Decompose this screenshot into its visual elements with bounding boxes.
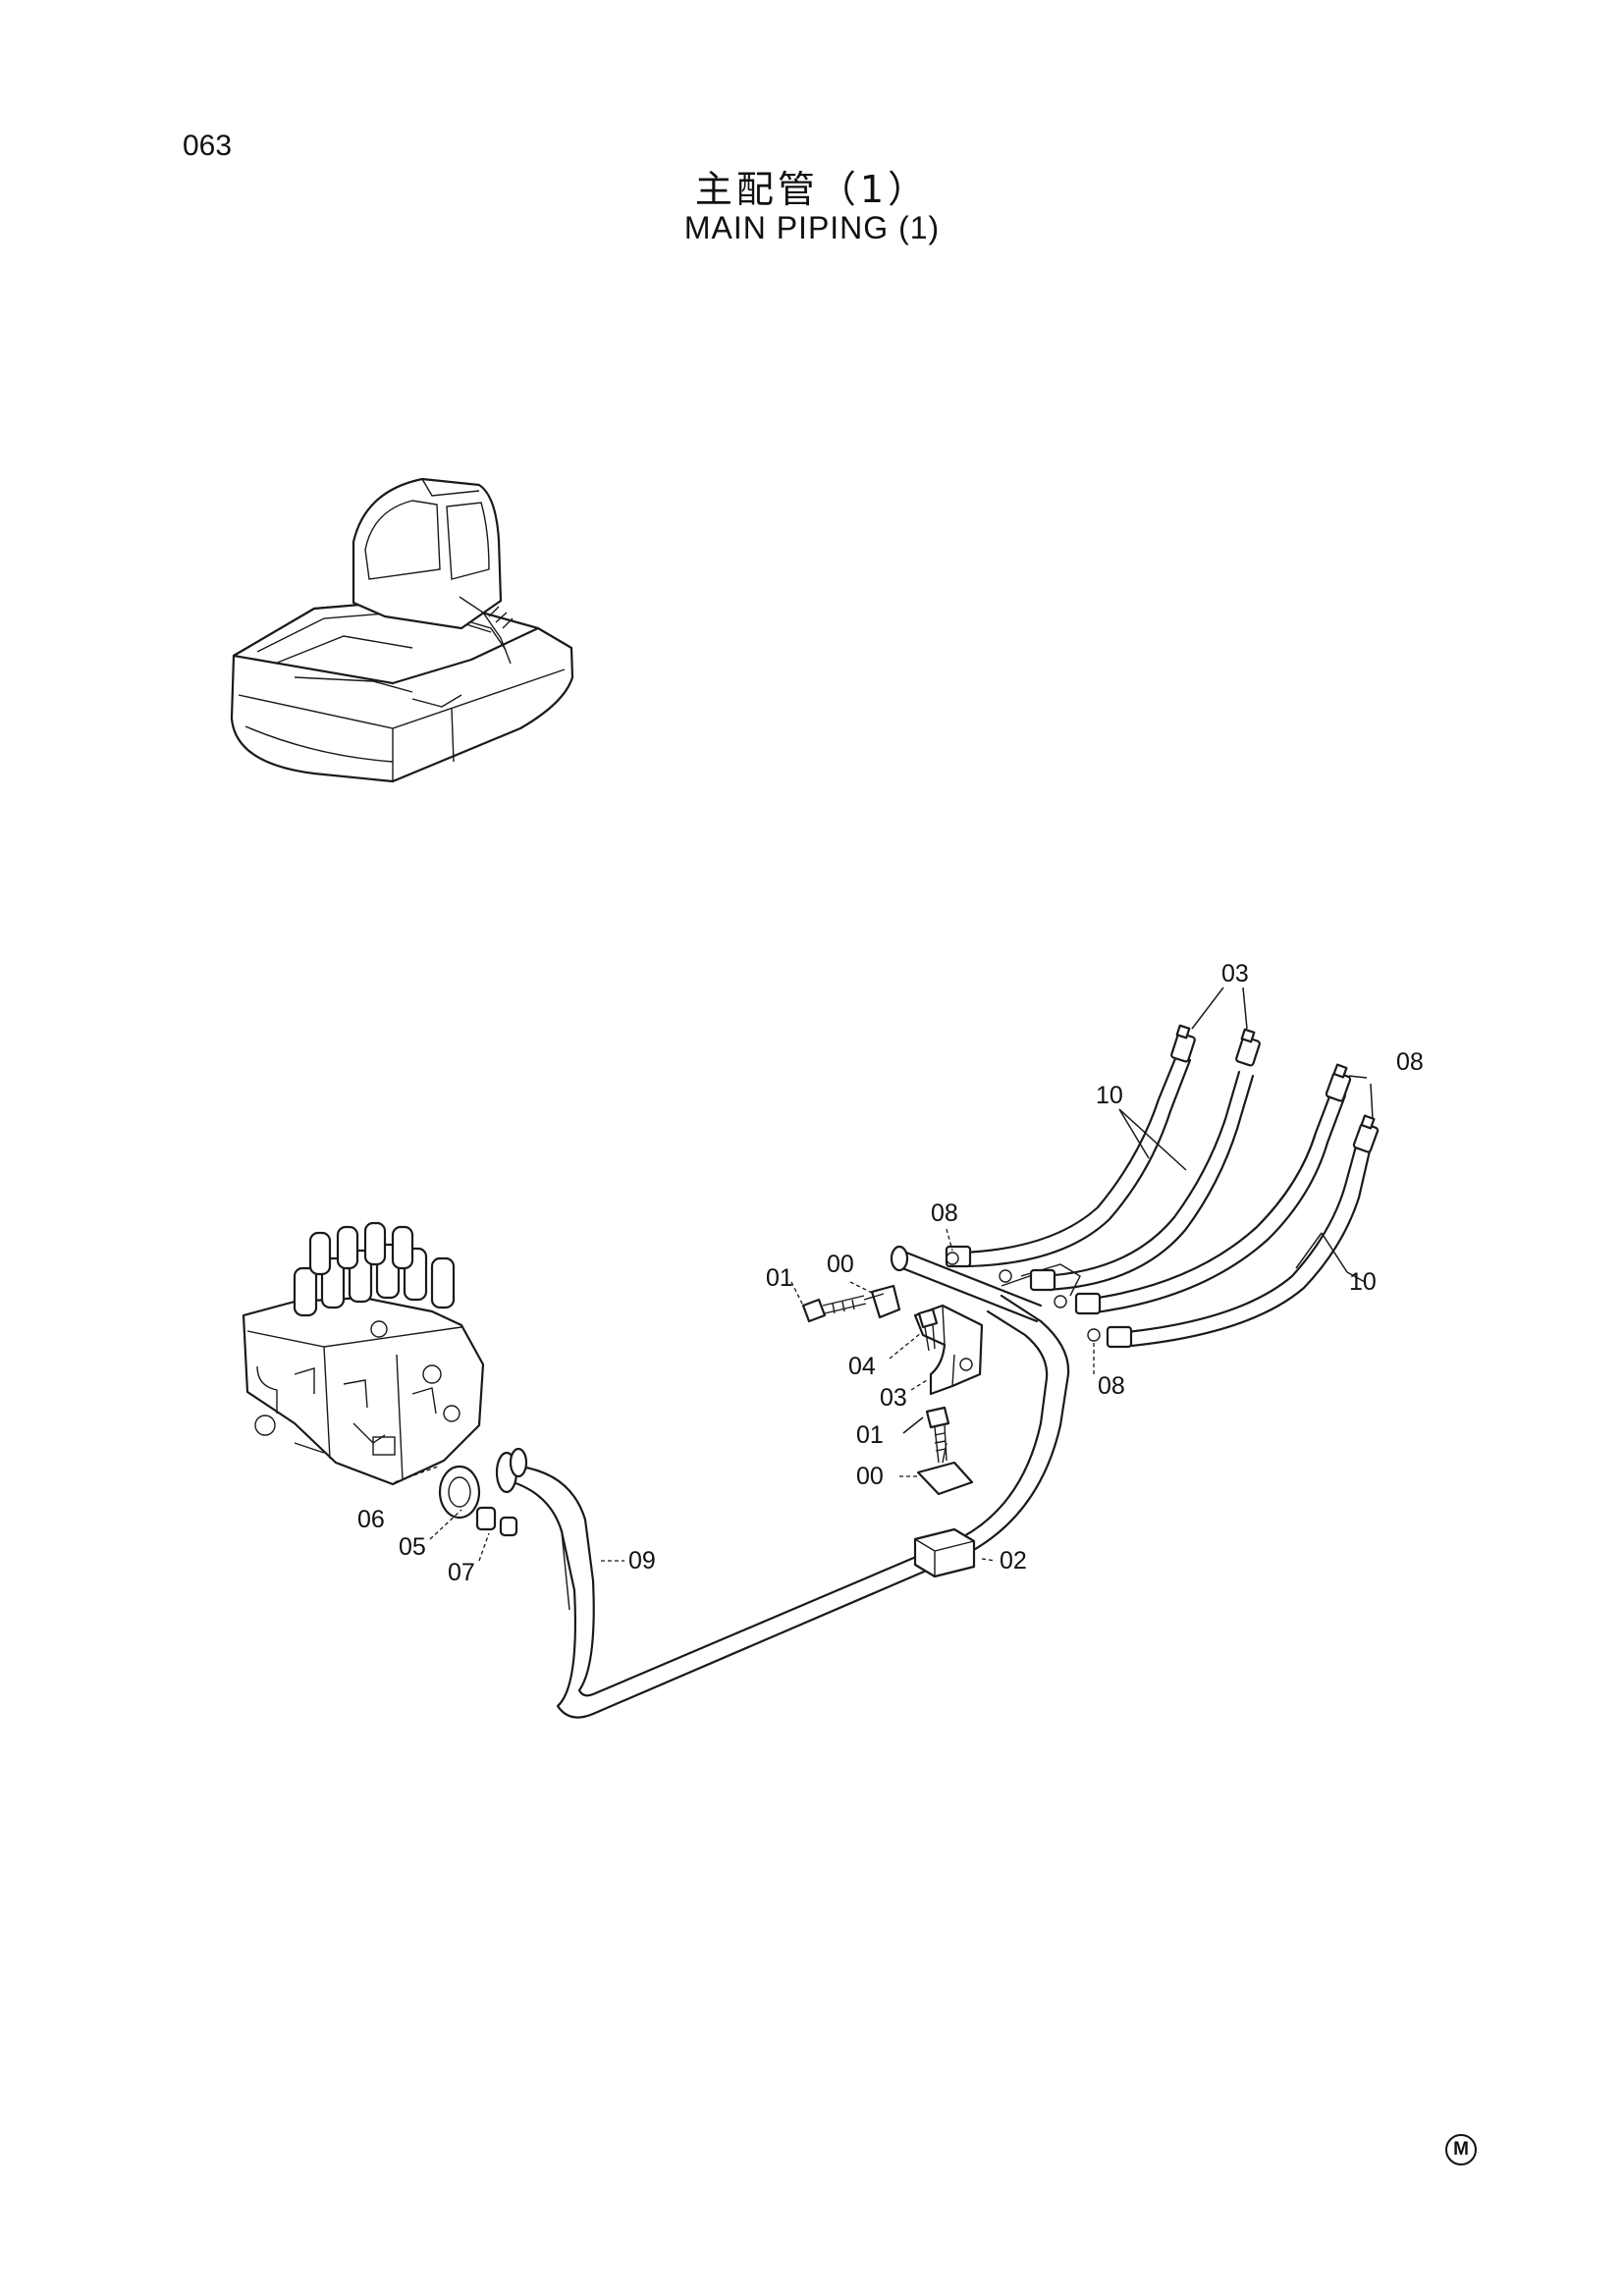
- callout-03-top: 03: [1221, 960, 1249, 988]
- callout-06: 06: [357, 1506, 385, 1533]
- callout-00-low: 00: [856, 1463, 884, 1490]
- callout-04: 04: [848, 1353, 876, 1380]
- hoses: [945, 1024, 1380, 1349]
- maker-mark: M: [1445, 2134, 1477, 2165]
- callout-08-low: 08: [1098, 1372, 1125, 1400]
- callout-08-top: 08: [1396, 1048, 1424, 1076]
- leader-lines: [394, 987, 1374, 1562]
- title-english: MAIN PIPING (1): [683, 210, 941, 245]
- valve-flange-fittings: [438, 1465, 518, 1537]
- callout-labels: 03 08 10 08 01 00 10 04 03 08 01 00 02 0…: [357, 960, 1424, 1586]
- bolt-01-low: [925, 1406, 950, 1464]
- callout-08-mid: 08: [931, 1200, 958, 1227]
- title-japanese: 主配管（1）: [694, 168, 930, 211]
- block-02: [913, 1527, 976, 1578]
- callout-02: 02: [1000, 1547, 1027, 1575]
- callout-01-low: 01: [856, 1421, 884, 1449]
- callout-05: 05: [399, 1533, 426, 1561]
- callout-03-mid: 03: [880, 1384, 907, 1412]
- excavator-locator-illustration: [230, 477, 574, 783]
- callout-10-right: 10: [1349, 1268, 1377, 1296]
- callout-09: 09: [628, 1547, 656, 1575]
- control-valve: [242, 1221, 485, 1486]
- callout-00-top: 00: [827, 1251, 854, 1278]
- callout-10-left: 10: [1096, 1082, 1123, 1109]
- bracket-03: [913, 1304, 984, 1396]
- callout-01-top: 01: [766, 1264, 793, 1292]
- callout-07: 07: [448, 1559, 475, 1586]
- page-number: 063: [183, 130, 233, 162]
- main-pipe: [495, 1294, 1070, 1719]
